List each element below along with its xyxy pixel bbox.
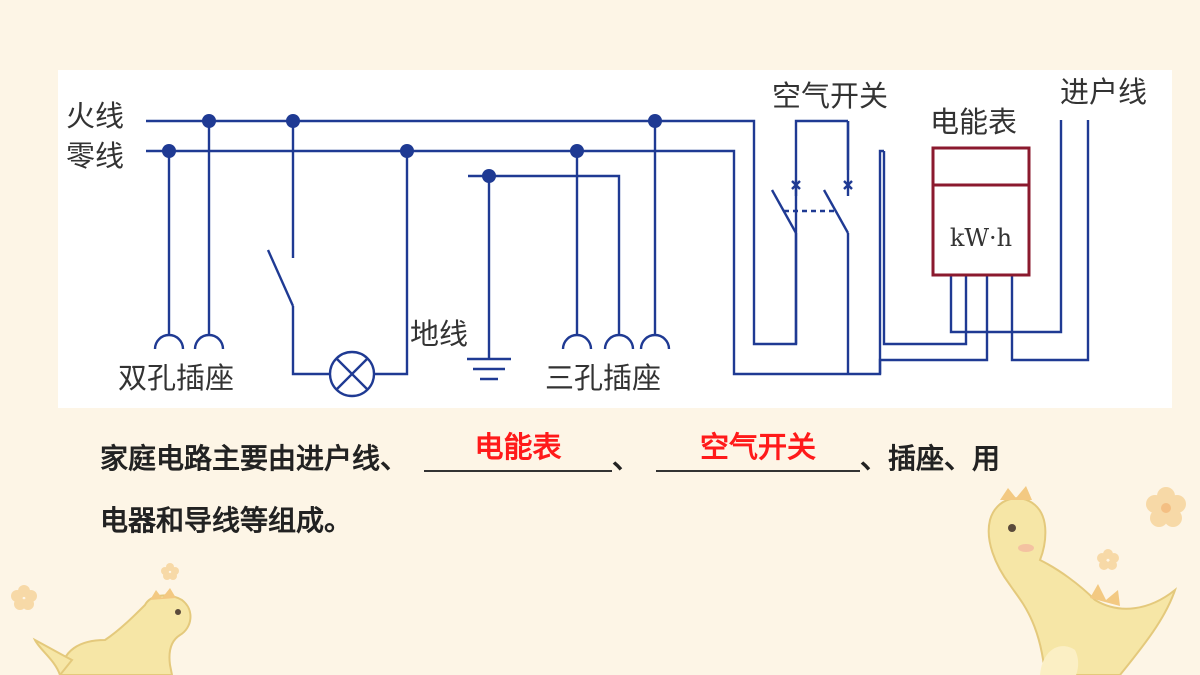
answer-blank-1[interactable]: 电能表 xyxy=(424,430,613,472)
socket-contact xyxy=(193,333,225,350)
junction-node xyxy=(286,114,300,128)
lamp-switch-blade xyxy=(266,249,295,307)
service-line-neutral xyxy=(1010,120,1090,362)
answer-2: 空气开关 xyxy=(700,430,817,464)
two-hole-socket-label: 双孔插座 xyxy=(118,361,234,395)
junction-node xyxy=(570,144,584,158)
neutral-wire xyxy=(146,149,884,376)
meter-unit-label: kW·h xyxy=(950,224,1012,252)
question-text-part1: 家庭电路主要由进户线、 xyxy=(100,442,409,475)
service-line-label: 进户线 xyxy=(1060,75,1147,109)
junction-node xyxy=(482,169,496,183)
meter-in-neutral xyxy=(878,275,989,374)
three-hole-socket-label: 三孔插座 xyxy=(545,361,661,395)
question-text-line2: 电器和导线等组成。 xyxy=(100,504,353,537)
fill-in-question: 家庭电路主要由进户线、 电能表 、 空气开关 、插座、用 电器和导线等组成。 xyxy=(100,428,1120,552)
dinosaur-illustration xyxy=(32,588,192,675)
neutral-wire-label: 零线 xyxy=(66,139,124,173)
circuit-diagram-panel: 火线 零线 空气开关 电能表 进户线 双孔插座 地线 三孔插座 xyxy=(58,70,1172,408)
question-separator: 、 xyxy=(612,442,641,475)
socket-contact xyxy=(153,333,185,350)
lamp-symbol xyxy=(328,350,376,398)
junction-node xyxy=(162,144,176,158)
junction-node xyxy=(648,114,662,128)
air-switch-symbol xyxy=(770,121,853,374)
ground-wire-label: 地线 xyxy=(410,317,468,351)
ground-symbol xyxy=(467,357,511,381)
answer-1: 电能表 xyxy=(474,430,562,464)
lamp-wire-left xyxy=(291,306,330,376)
household-circuit-diagram: 火线 零线 空气开关 电能表 进户线 双孔插座 地线 三孔插座 xyxy=(66,75,1147,398)
energy-meter-label: 电能表 xyxy=(930,105,1017,139)
energy-meter-symbol: kW·h xyxy=(931,146,1031,277)
answer-blank-2[interactable]: 空气开关 xyxy=(656,430,861,472)
socket-contact xyxy=(639,333,671,350)
junction-node xyxy=(202,114,216,128)
air-switch-label: 空气开关 xyxy=(772,79,888,113)
meter-in-live xyxy=(909,275,968,346)
question-text-part2: 、插座、用 xyxy=(860,442,1001,475)
junction-node xyxy=(400,144,414,158)
switch-to-meter-live xyxy=(882,151,909,346)
lamp-wire-right xyxy=(374,151,409,376)
live-wire-label: 火线 xyxy=(66,99,124,133)
socket-contact xyxy=(603,333,635,350)
socket-contact xyxy=(561,333,593,350)
live-wire xyxy=(146,119,848,346)
service-line-live xyxy=(949,120,1063,334)
ground-line xyxy=(468,174,621,335)
